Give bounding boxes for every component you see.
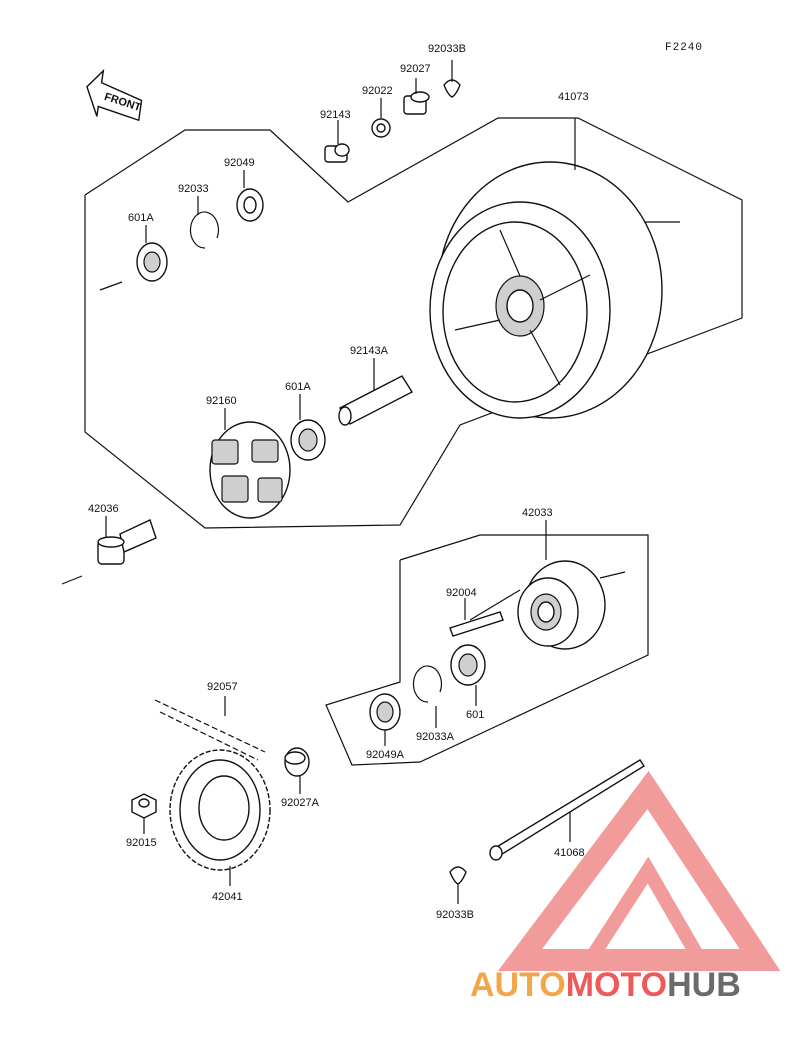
- part-92004-icon: [449, 611, 504, 637]
- part-42041-sprocket-icon: [169, 749, 271, 871]
- part-41073: 41073: [558, 91, 589, 103]
- ref-code: F2240: [665, 42, 703, 54]
- wheel-assembly-outline: [84, 117, 743, 529]
- part-92160-icon: [209, 421, 291, 519]
- part-92022: 92022: [362, 85, 393, 97]
- part-92057: 92057: [207, 681, 238, 693]
- part-601: 601: [466, 709, 484, 721]
- part-601A-top: 601A: [128, 212, 154, 224]
- part-42041: 42041: [212, 891, 243, 903]
- part-92033: 92033: [178, 183, 209, 195]
- watermark-moto: MOTO: [566, 966, 667, 1004]
- part-42033-icon: [517, 560, 606, 650]
- automotohub-logo-icon: [497, 770, 781, 971]
- part-92027-icon: [403, 91, 430, 115]
- part-92160: 92160: [206, 395, 237, 407]
- part-92033B-top: 92033B: [428, 43, 466, 55]
- part-92143: 92143: [320, 109, 351, 121]
- part-92015-nut-icon: [131, 793, 157, 819]
- part-92033B-bottom: 92033B: [436, 909, 474, 921]
- part-41068-axle-icon: [489, 759, 645, 861]
- part-92049A: 92049A: [366, 749, 405, 761]
- part-92033B-bottom-icon: [449, 866, 467, 885]
- part-92027: 92027: [400, 63, 431, 75]
- part-92143A-icon: [338, 375, 413, 426]
- part-92057-chain-icon: [154, 699, 266, 761]
- watermark-auto: AUTO: [470, 966, 566, 1004]
- part-42036: 42036: [88, 503, 119, 515]
- part-92049: 92049: [224, 157, 255, 169]
- part-92027A-icon: [284, 747, 310, 777]
- part-42033: 42033: [522, 507, 553, 519]
- part-92015: 92015: [126, 837, 157, 849]
- part-92027A: 92027A: [281, 797, 320, 809]
- front-arrow-icon: FRONT: [86, 68, 143, 122]
- part-92033-icon: [189, 211, 220, 249]
- part-92033A: 92033A: [416, 731, 455, 743]
- part-92143A: 92143A: [350, 345, 389, 357]
- part-92033B-top-icon: [443, 79, 461, 98]
- rear-wheel-41073: [429, 161, 680, 419]
- part-92143-icon: [324, 143, 350, 163]
- watermark-hub: HUB: [667, 966, 741, 1004]
- hub-assembly-outline: [325, 534, 649, 766]
- watermark-text: AUTOMOTOHUB: [470, 966, 741, 1004]
- part-92033A-icon: [412, 665, 443, 703]
- part-42036-icon: [97, 519, 157, 565]
- part-41068: 41068: [554, 847, 585, 859]
- part-601A-mid: 601A: [285, 381, 311, 393]
- part-92004: 92004: [446, 587, 477, 599]
